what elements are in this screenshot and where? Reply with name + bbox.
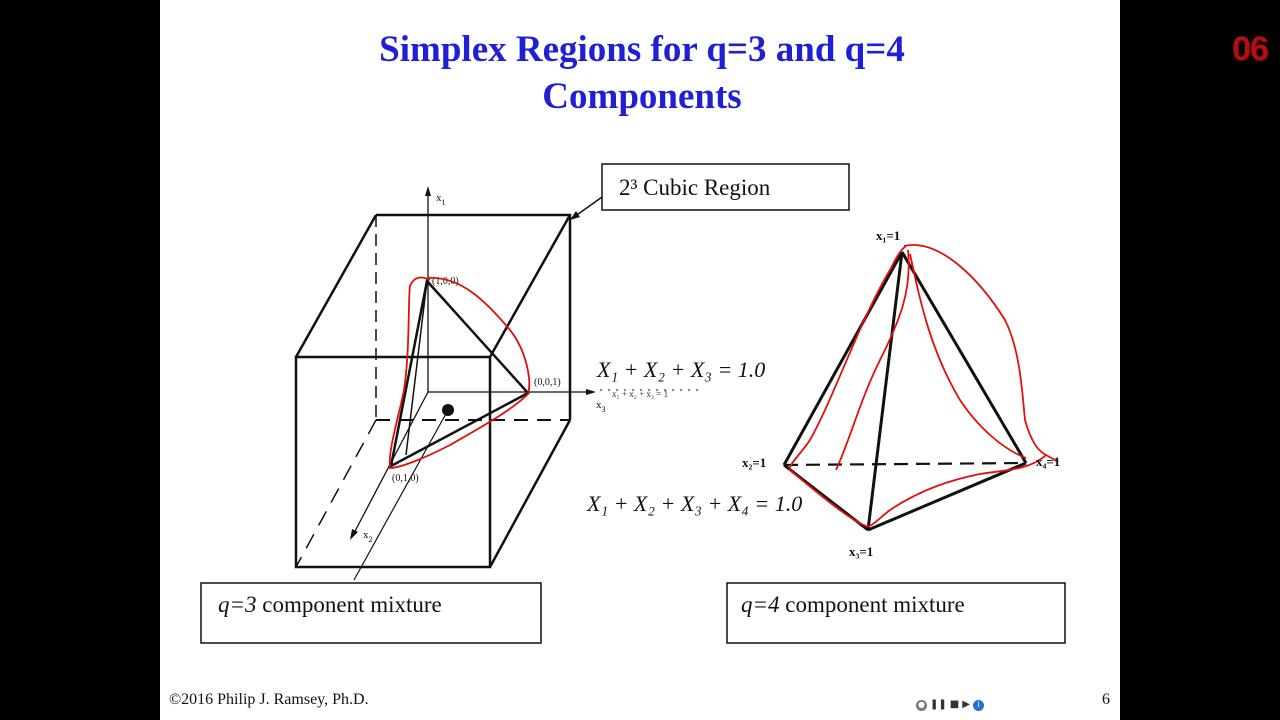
tetra-x4-label: x₄=1 [1036,454,1060,469]
q3-callout-line [353,409,449,581]
cube-diagram [294,186,700,581]
axis-x1-arrow [425,186,431,196]
axis-x3-label: x3 [596,399,606,414]
cube-labels: x1 x3 x2 (1,0,0) (0,0,1) (0,1,0) [363,192,606,544]
tetrahedron-diagram [782,251,1028,532]
overlay-badge: 06 [1232,30,1269,68]
cube-region-callout: 2³ Cubic Region [601,163,850,211]
slide: Simplex Regions for q=3 and q=4 Componen… [160,0,1120,720]
equation-q4: X₁ + X₂ + X₃ + X₄ = 1.0 [586,491,802,516]
title-line-2: Components [542,76,742,117]
tetra-edge-3-4 [867,461,1027,532]
cube-region-label: 2³ Cubic Region [619,175,771,200]
simplex-figure: x1 x3 x2 (1,0,0) (0,0,1) (0,1,0) 2³ Cubi… [200,163,1066,644]
cube-front-face [294,355,492,569]
axis-x3-arrow [586,389,596,395]
cube-callout-arrow [570,211,580,220]
cube-edge-top-right [488,214,572,358]
equation-q3-ghost: x₁ + x₂ + x₃ = 1 [612,389,668,399]
axis-x2-arrow [350,529,358,540]
cube-region-box [601,163,850,211]
tetra-labels: x₁=1 x₂=1 x₃=1 x₄=1 [742,228,1060,559]
q3-box-text: q=3 component mixture [218,592,442,617]
title-line-1: Simplex Regions for q=3 and q=4 [379,29,905,70]
axis-x1-label: x1 [436,192,446,207]
tetra-x3-label: x₃=1 [849,544,873,559]
cube-edge-bottom-right [488,419,572,568]
next-icon[interactable]: ▶ [962,699,970,710]
page-number: 6 [1102,691,1110,708]
q4-box-border [726,582,1066,644]
q3-box-border [200,582,542,644]
tetra-ink [788,244,1059,528]
simplex-triangle [389,278,530,469]
record-icon[interactable]: ● [916,699,927,711]
point-010-label: (0,1,0) [392,473,419,484]
point-001-label: (0,0,1) [534,377,561,388]
simplex-inner-edge [405,280,428,456]
tetra-edge-2-4-hidden [783,461,1027,467]
point-100-label: (1,0,0) [432,276,459,287]
q4-box-text: q=4 component mixture [741,592,965,617]
cube-edge-bottom-left [295,419,377,568]
q4-label-box: q=4 component mixture [726,582,1066,644]
tetra-edge-1-2 [782,251,904,466]
tetra-edge-1-3 [866,251,904,531]
tetra-x2-label: x₂=1 [742,455,766,470]
q3-label-box: q=3 component mixture [200,582,542,644]
equation-q3: X₁ + X₂ + X₃ = 1.0 [596,357,765,382]
axis-x2-label: x2 [363,529,373,544]
cube-simplex-ink [388,276,531,469]
tetra-x1-label: x₁=1 [876,228,900,243]
slide-player-controls: ● ❚❚ ■ ▶ i [916,698,991,712]
stop-icon[interactable]: ■ [949,699,960,710]
tetra-edge-1-4 [900,251,1028,464]
info-icon[interactable]: i [972,699,984,711]
slide-title: Simplex Regions for q=3 and q=4 Componen… [160,26,1120,120]
cube-callout-line [573,196,603,218]
pause-icon[interactable]: ❚❚ [930,699,947,710]
cube-edge-top-left [294,214,378,358]
footer-copyright: ©2016 Philip J. Ramsey, Ph.D. [169,691,369,708]
